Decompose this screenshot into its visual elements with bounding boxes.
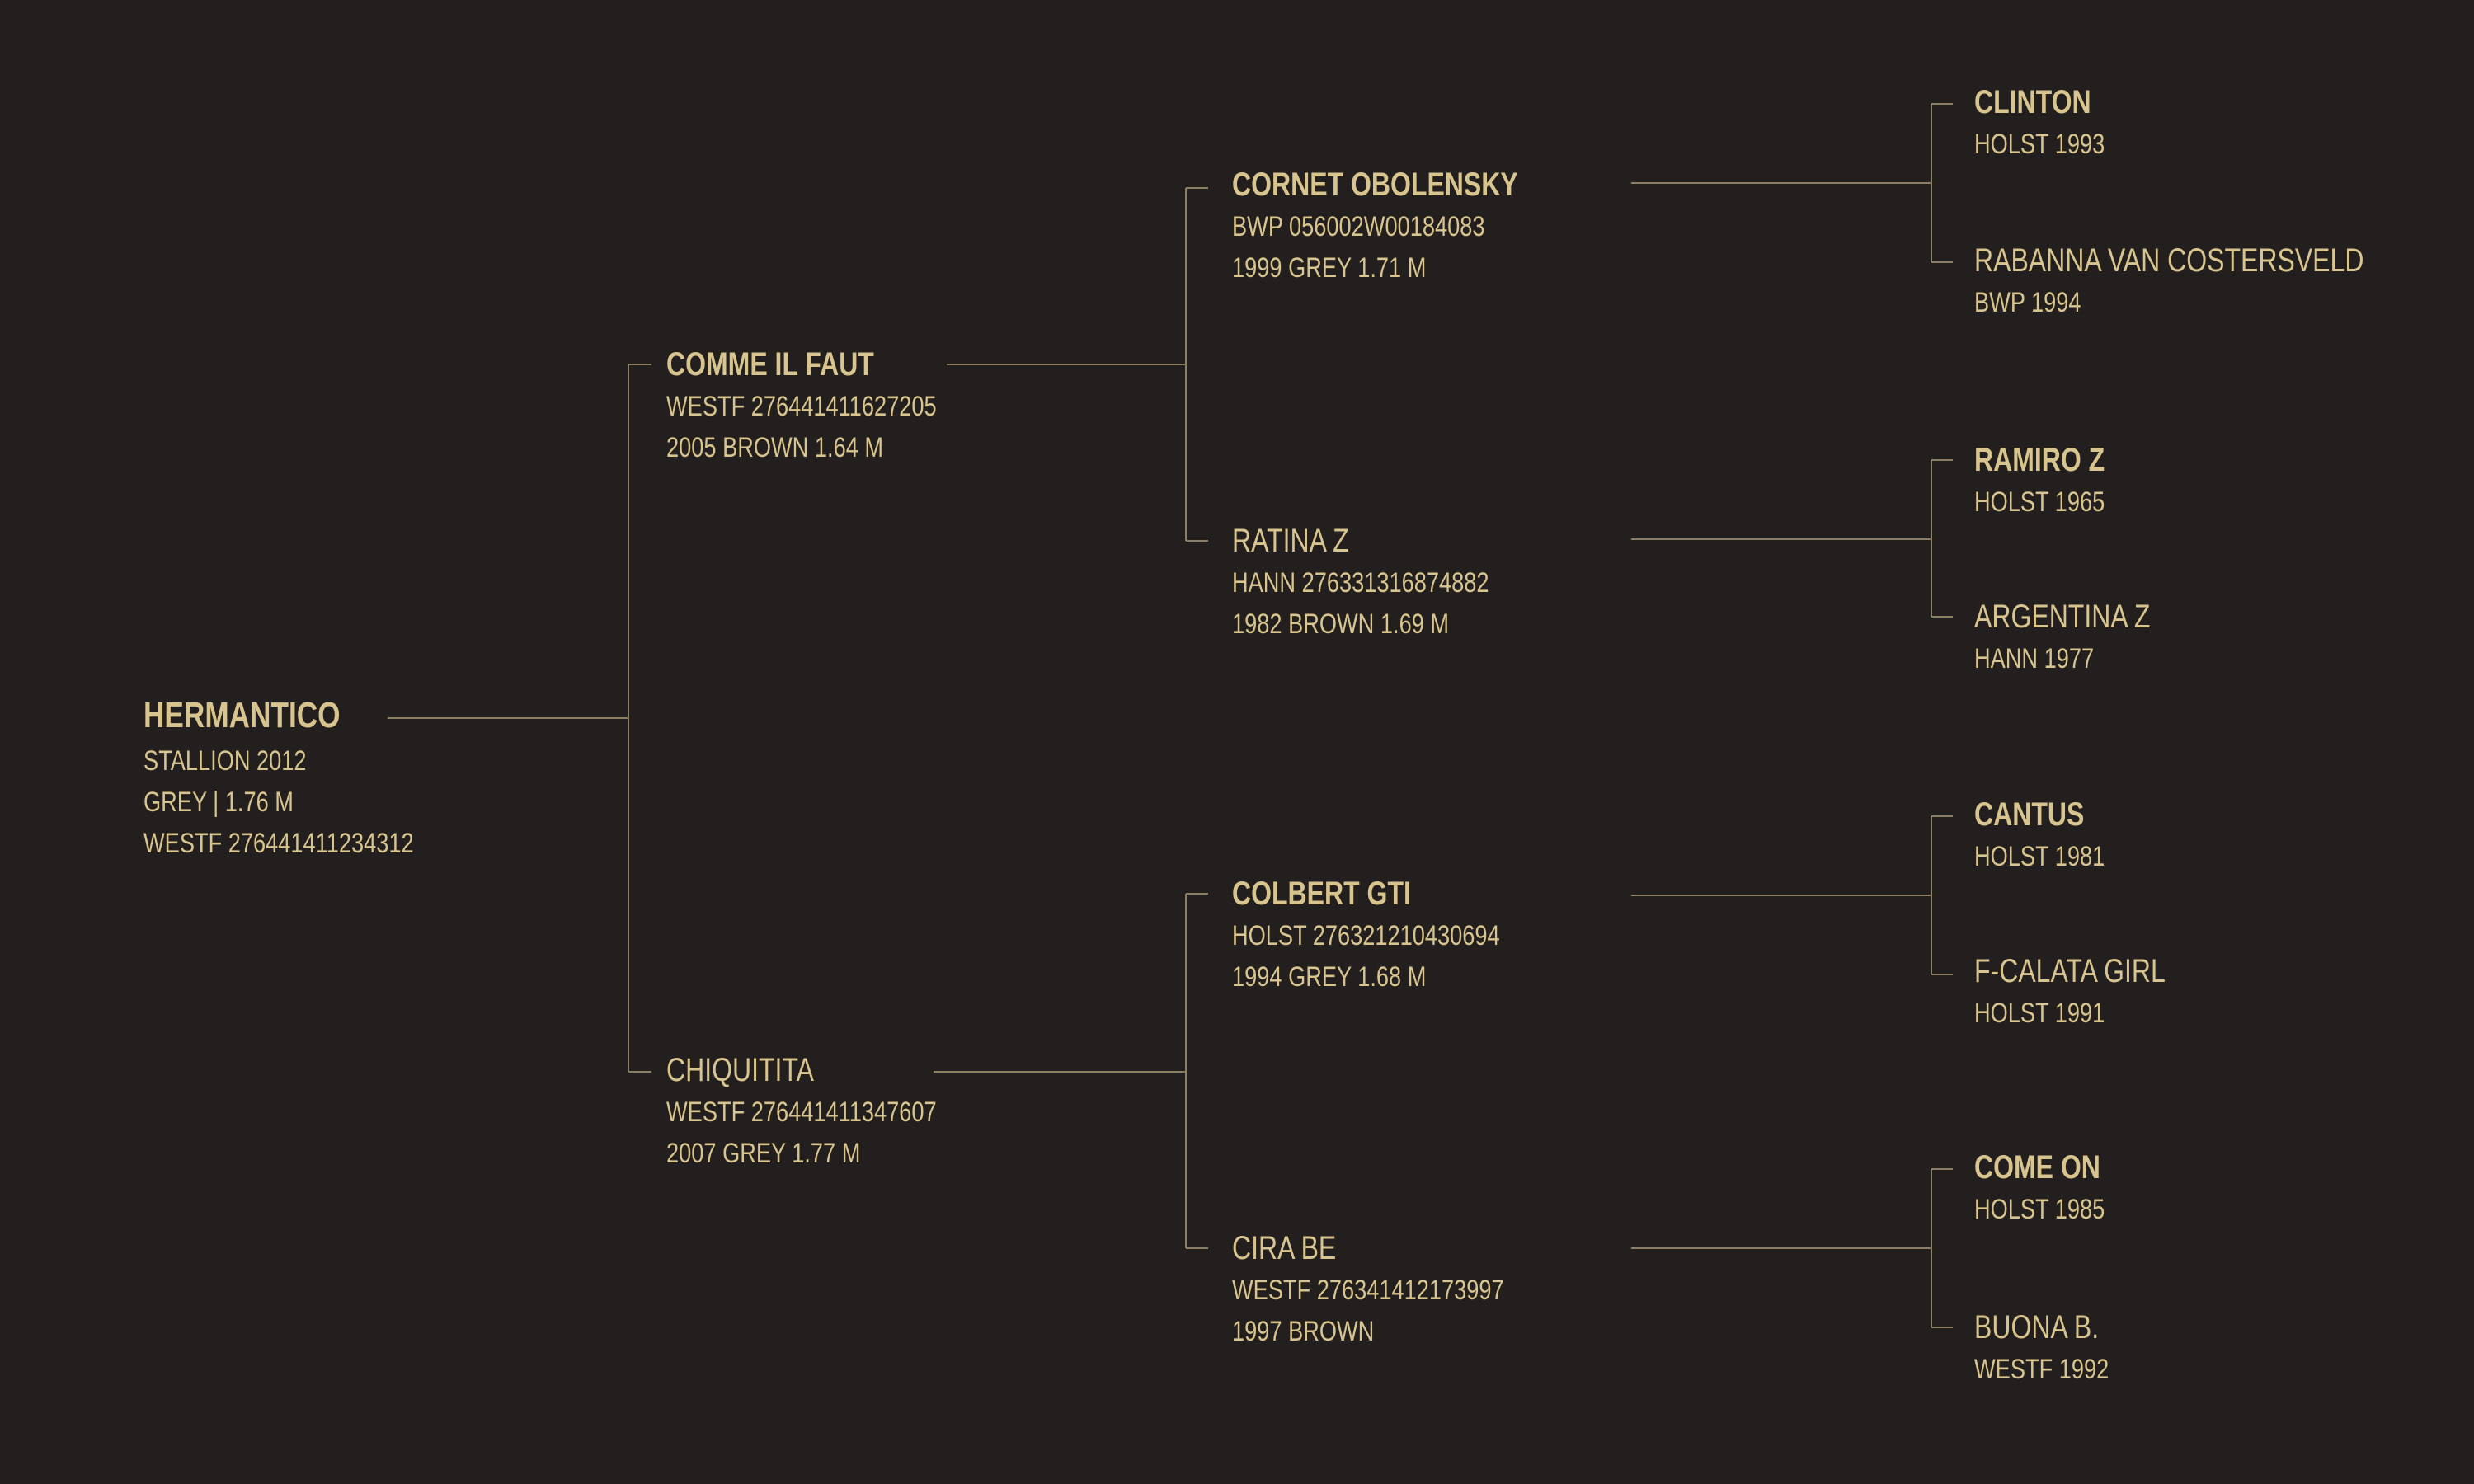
subject-node: HERMANTICO STALLION 2012 GREY | 1.76 M W… bbox=[143, 691, 482, 864]
ggp-node-7: COME ON HOLST 1985 bbox=[1974, 1146, 2138, 1230]
subject-info-2: GREY | 1.76 M bbox=[143, 787, 294, 818]
ggp-name: CANTUS bbox=[1974, 796, 2085, 833]
sire-name: COMME IL FAUT bbox=[666, 346, 874, 383]
ggp-info: HOLST 1993 bbox=[1974, 129, 2105, 160]
dam-info-2: 2007 GREY 1.77 M bbox=[666, 1138, 861, 1169]
ggp-name: CLINTON bbox=[1974, 84, 2091, 120]
sire-info-2: 2005 BROWN 1.64 M bbox=[666, 432, 884, 463]
dam-sire-info-1: HOLST 276321210430694 bbox=[1232, 920, 1500, 951]
dam-name: CHIQUITITA bbox=[666, 1052, 814, 1088]
subject-info-3: WESTF 276441411234312 bbox=[143, 828, 414, 859]
ggp-name: ARGENTINA Z bbox=[1974, 599, 2151, 635]
sire-info-1: WESTF 276441411627205 bbox=[666, 391, 937, 422]
sire-node: COMME IL FAUT WESTF 276441411627205 2005… bbox=[666, 343, 1004, 468]
sire-sire-node: CORNET OBOLENSKY BWP 056002W00184083 199… bbox=[1232, 163, 1589, 289]
ggp-info: BWP 1994 bbox=[1974, 287, 2081, 318]
ggp-name: RAMIRO Z bbox=[1974, 442, 2105, 478]
ggp-name: COME ON bbox=[1974, 1149, 2100, 1186]
ggp-info: HOLST 1965 bbox=[1974, 486, 2105, 518]
dam-dam-info-1: WESTF 276341412173997 bbox=[1232, 1275, 1504, 1306]
ggp-name: BUONA B. bbox=[1974, 1309, 2100, 1345]
sire-sire-info-2: 1999 GREY 1.71 M bbox=[1232, 252, 1427, 284]
ggp-node-8: BUONA B. WESTF 1992 bbox=[1974, 1306, 2142, 1390]
dam-node: CHIQUITITA WESTF 276441411347607 2007 GR… bbox=[666, 1049, 1004, 1174]
ggp-node-1: CLINTON HOLST 1993 bbox=[1974, 81, 2138, 165]
ggp-info: HOLST 1991 bbox=[1974, 998, 2105, 1029]
dam-dam-info-2: 1997 BROWN bbox=[1232, 1316, 1375, 1347]
sire-dam-node: RATINA Z HANN 276331316874882 1982 BROWN… bbox=[1232, 519, 1553, 645]
dam-dam-node: CIRA BE WESTF 276341412173997 1997 BROWN bbox=[1232, 1227, 1572, 1352]
subject-name: HERMANTICO bbox=[143, 695, 341, 735]
ggp-node-2: RABANNA VAN COSTERSVELD BWP 1994 bbox=[1974, 239, 2462, 323]
sire-sire-info-1: BWP 056002W00184083 bbox=[1232, 211, 1485, 242]
dam-dam-name: CIRA BE bbox=[1232, 1230, 1337, 1266]
sire-sire-name: CORNET OBOLENSKY bbox=[1232, 167, 1518, 203]
ggp-name: F-CALATA GIRL bbox=[1974, 953, 2166, 989]
ggp-info: WESTF 1992 bbox=[1974, 1354, 2109, 1385]
dam-sire-node: COLBERT GTI HOLST 276321210430694 1994 G… bbox=[1232, 872, 1567, 998]
ggp-node-3: RAMIRO Z HOLST 1965 bbox=[1974, 439, 2138, 523]
ggp-node-6: F-CALATA GIRL HOLST 1991 bbox=[1974, 950, 2213, 1034]
dam-sire-name: COLBERT GTI bbox=[1232, 876, 1411, 912]
sire-dam-name: RATINA Z bbox=[1232, 523, 1349, 559]
ggp-node-5: CANTUS HOLST 1981 bbox=[1974, 793, 2138, 877]
ggp-info: HOLST 1981 bbox=[1974, 841, 2105, 872]
dam-info-1: WESTF 276441411347607 bbox=[666, 1097, 937, 1128]
ggp-info: HOLST 1985 bbox=[1974, 1194, 2105, 1225]
subject-info-1: STALLION 2012 bbox=[143, 745, 307, 777]
ggp-name: RABANNA VAN COSTERSVELD bbox=[1974, 242, 2364, 279]
dam-sire-info-2: 1994 GREY 1.68 M bbox=[1232, 961, 1427, 993]
sire-dam-info-2: 1982 BROWN 1.69 M bbox=[1232, 608, 1450, 640]
ggp-info: HANN 1977 bbox=[1974, 643, 2095, 674]
sire-dam-info-1: HANN 276331316874882 bbox=[1232, 567, 1489, 599]
ggp-node-4: ARGENTINA Z HANN 1977 bbox=[1974, 595, 2194, 679]
